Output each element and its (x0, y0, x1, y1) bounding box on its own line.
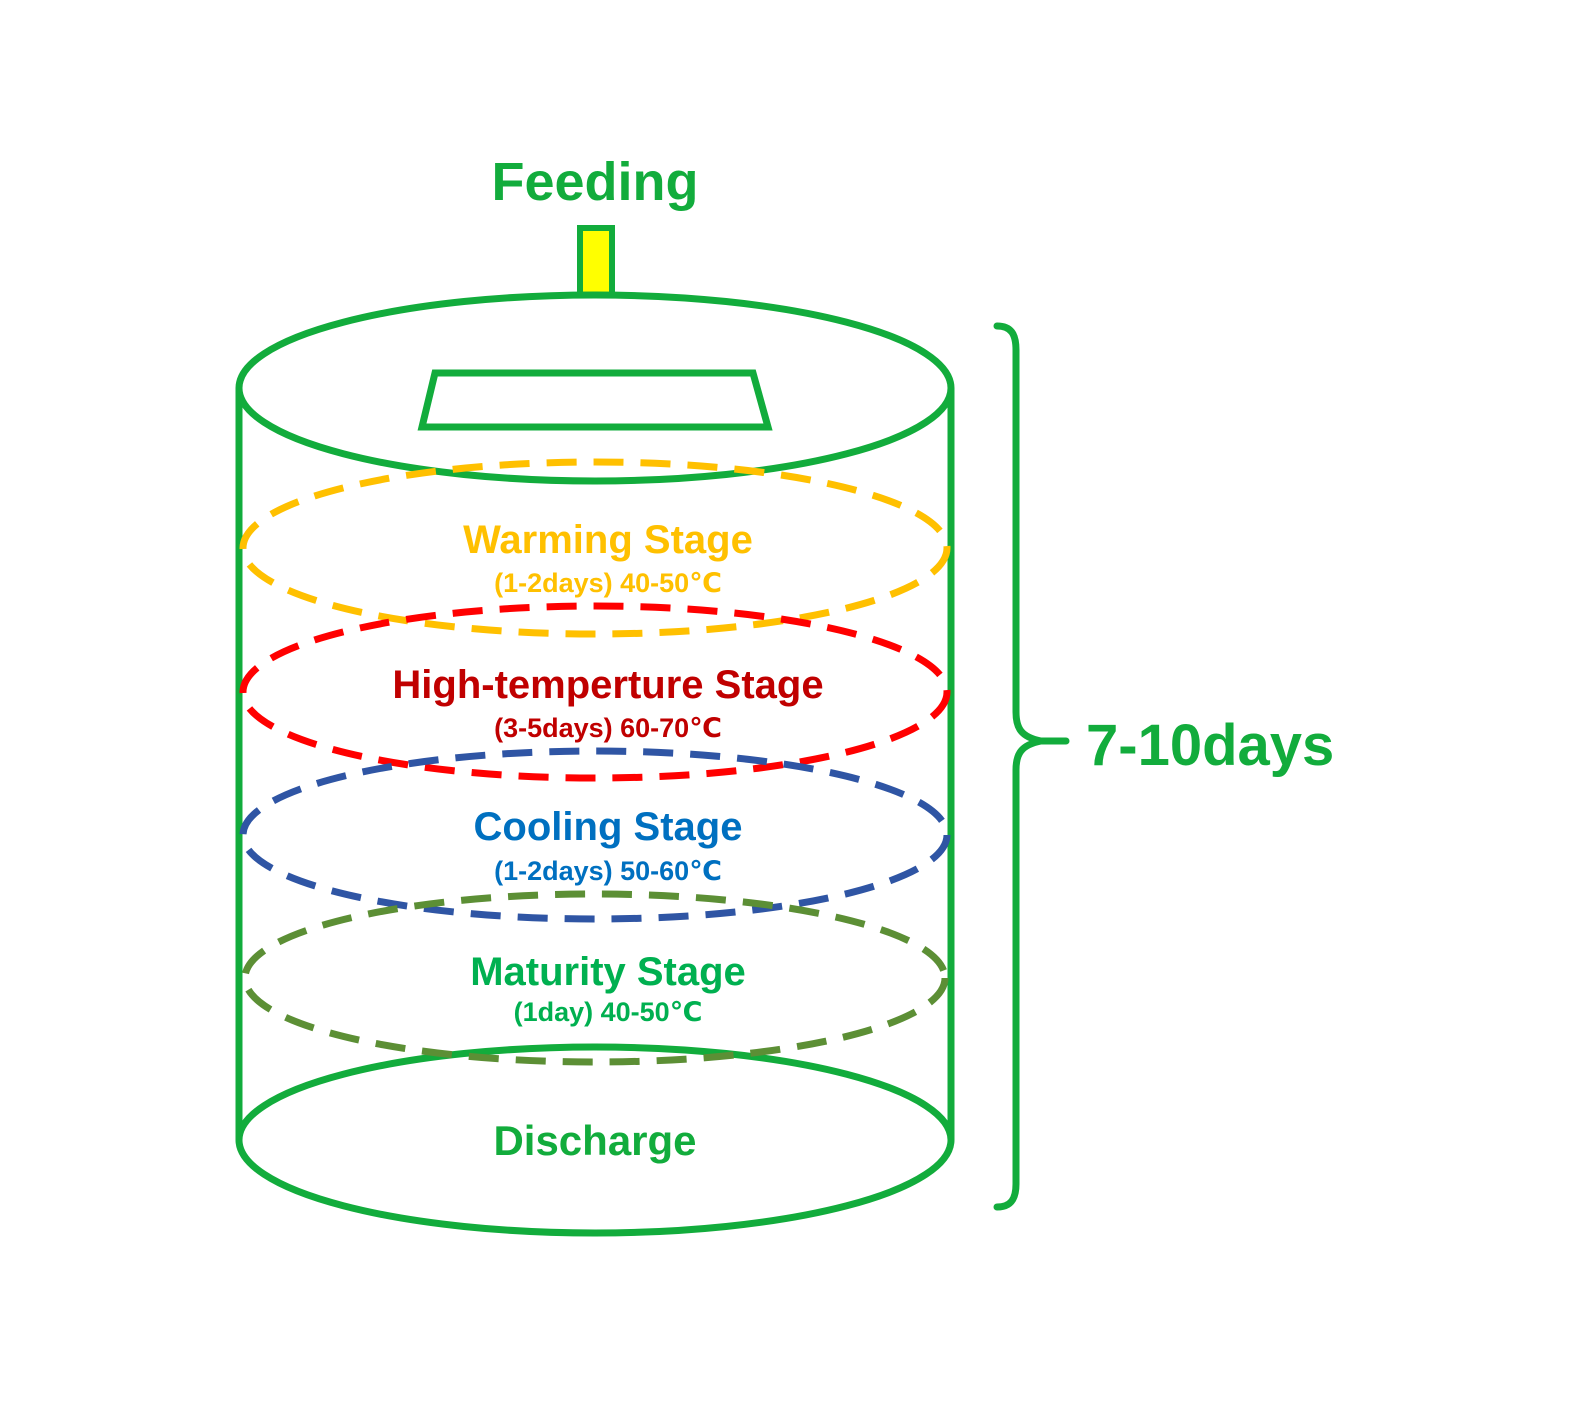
feeding-label: Feeding (491, 152, 698, 212)
duration-label: 7-10days (1086, 713, 1334, 778)
stage-detail-cooling: (1-2days) 50-60℃ (494, 856, 722, 886)
vessel-bottom-ellipse (235, 1043, 955, 1237)
stage-ellipse-high-temperature (239, 602, 951, 782)
stage-label-maturity: Maturity Stage (470, 950, 746, 994)
stage-label-warming: Warming Stage (463, 518, 753, 562)
stage-detail-maturity: (1day) 40-50℃ (514, 997, 703, 1027)
stage-detail-high-temperature: (3-5days) 60-70℃ (494, 713, 722, 743)
duration-brace (993, 322, 1042, 1211)
vessel-top-ellipse (235, 291, 955, 485)
discharge-label: Discharge (493, 1117, 696, 1164)
stage-ellipse-maturity (241, 890, 949, 1066)
stage-label-cooling: Cooling Stage (474, 805, 743, 849)
stage-label-high-temperature: High-temperture Stage (392, 663, 823, 707)
composting-vessel (235, 291, 955, 1237)
stage-ellipse-warming (239, 458, 951, 638)
feed-slot (417, 369, 773, 431)
stage-ellipse-cooling (239, 747, 951, 923)
stage-labels: Warming Stage (1-2days) 40-50℃ High-temp… (392, 518, 823, 1027)
stage-detail-warming: (1-2days) 40-50℃ (494, 568, 722, 598)
